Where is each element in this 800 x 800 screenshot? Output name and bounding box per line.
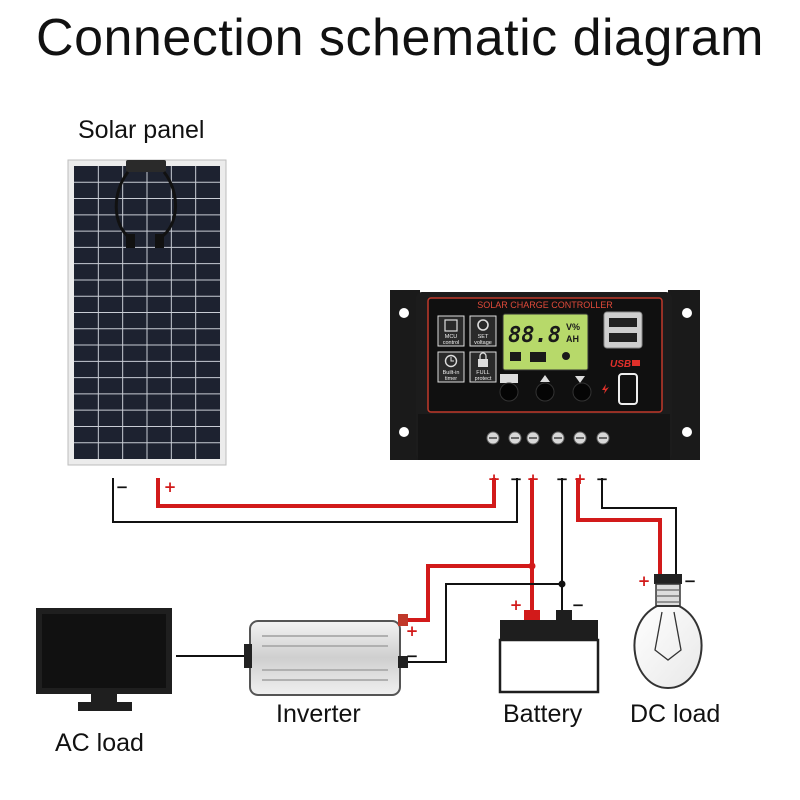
battery-positive-sign: + — [510, 596, 523, 614]
diagram-title: Connection schematic diagram — [36, 9, 764, 67]
wire-solar-negative — [112, 478, 518, 523]
panel-cable — [114, 171, 177, 240]
menu-icon — [500, 374, 518, 383]
inverter-label: Inverter — [276, 700, 361, 728]
inverter-positive-sign: + — [406, 622, 419, 640]
inverter-negative-sign: − — [406, 647, 419, 665]
controller-pv-negative-sign: − — [510, 470, 523, 488]
up-arrow-icon — [540, 375, 550, 382]
wire-junction — [528, 562, 536, 570]
battery-negative-terminal — [556, 610, 572, 620]
lcd-status-icons — [510, 352, 570, 362]
wire-inverter-negative — [408, 583, 562, 663]
lock-icon — [478, 359, 488, 367]
tile-built-in-timer: Built-in timer — [437, 351, 465, 383]
terminal-signs: − + + − + − + − + − + − + − — [116, 470, 697, 665]
bulb-filament — [654, 611, 682, 661]
ac-load-label: AC load — [55, 729, 144, 757]
inverter — [244, 614, 408, 696]
gear-icon — [477, 319, 489, 331]
mc4-connector — [126, 234, 135, 248]
ac-load-monitor — [36, 608, 172, 711]
up-button[interactable] — [535, 382, 555, 402]
battery-label: Battery — [503, 700, 583, 728]
terminal-strip — [486, 431, 610, 445]
mc4-connector — [155, 234, 164, 248]
mounting-hole — [399, 427, 409, 437]
lcd-display: 88.8 V% AH — [502, 313, 589, 371]
charging-bolt-icon — [602, 384, 609, 394]
clock-icon — [444, 354, 458, 368]
controller-pv-positive-sign: + — [488, 470, 501, 488]
tile-full-protect: FULL protect — [469, 351, 497, 383]
solar-panel — [67, 159, 227, 466]
wire-solar-positive — [156, 478, 496, 508]
dc-load-bulb — [633, 574, 703, 690]
wire-junction — [558, 580, 566, 588]
down-arrow-icon — [575, 376, 585, 383]
phone-icon — [618, 373, 638, 405]
dcload-positive-sign: + — [638, 572, 651, 590]
lcd-bulb-icon — [562, 352, 570, 360]
controller-buttons — [499, 374, 592, 402]
solar-cell-grid — [74, 166, 220, 459]
svg-text:protect: protect — [475, 376, 492, 382]
tile-set-voltage: SET voltage — [469, 315, 497, 347]
battery — [498, 610, 600, 694]
battery-positive-terminal — [524, 610, 540, 620]
chip-icon — [444, 319, 458, 332]
solar-negative-sign: − — [116, 478, 129, 496]
lcd-panel-icon — [510, 352, 521, 361]
wire-dcload-positive — [576, 478, 662, 576]
lcd-battery-icon — [530, 352, 546, 362]
solar-panel-label: Solar panel — [78, 116, 205, 144]
mounting-hole — [682, 308, 692, 318]
svg-text:control: control — [443, 340, 460, 346]
svg-text:SET: SET — [478, 334, 489, 340]
lcd-units-bottom: AH — [566, 334, 579, 344]
svg-text:FULL: FULL — [476, 370, 489, 376]
menu-button[interactable] — [499, 382, 519, 402]
junction-box — [126, 160, 166, 172]
inverter-negative-terminal — [398, 656, 408, 668]
controller-load-positive-sign: + — [574, 470, 587, 488]
dc-load-label: DC load — [630, 700, 721, 728]
controller-bat-negative-sign: − — [556, 470, 569, 488]
mounting-hole — [682, 427, 692, 437]
svg-text:Built-in: Built-in — [443, 370, 460, 376]
controller-load-negative-sign: − — [596, 470, 609, 488]
solar-positive-sign: + — [164, 478, 177, 496]
usb-label: USB — [610, 359, 631, 370]
svg-text:voltage: voltage — [474, 340, 492, 346]
battery-negative-sign: − — [572, 596, 585, 614]
svg-text:MCU: MCU — [445, 334, 458, 340]
controller-heading: SOLAR CHARGE CONTROLLER — [477, 300, 613, 310]
charge-controller: SOLAR CHARGE CONTROLLER MCU control SET … — [390, 290, 700, 460]
dcload-negative-sign: − — [684, 572, 697, 590]
inverter-positive-terminal — [398, 614, 408, 626]
down-button[interactable] — [572, 382, 592, 402]
usb-icon — [632, 360, 640, 366]
wire-inverter-positive — [408, 564, 532, 622]
usb-ports: USB — [603, 311, 643, 370]
controller-bat-positive-sign: + — [527, 470, 540, 488]
mounting-hole — [399, 308, 409, 318]
lcd-digits: 88.8 — [508, 323, 561, 348]
lcd-units-top: V% — [566, 322, 580, 332]
svg-text:timer: timer — [445, 376, 457, 382]
tile-mcu-control: MCU control — [437, 315, 465, 347]
wire-dcload-negative — [601, 478, 677, 576]
wires — [112, 478, 677, 663]
